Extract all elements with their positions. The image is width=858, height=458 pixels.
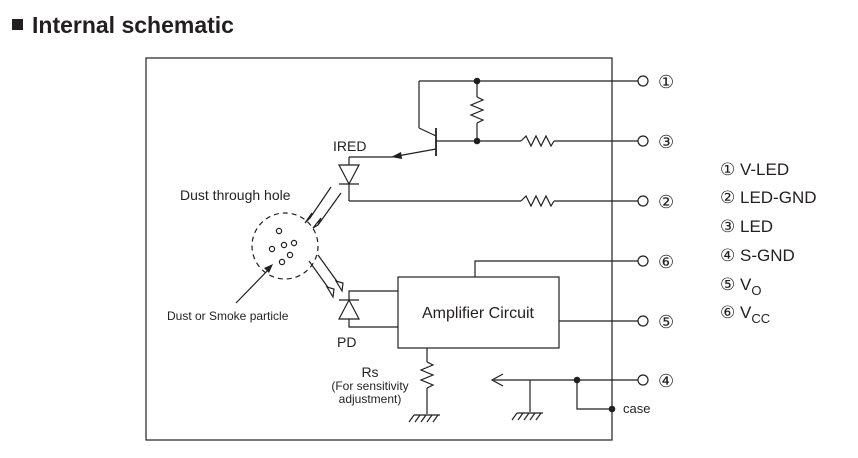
wire-pd-bottom: [348, 319, 398, 328]
dust-particle-label: Dust or Smoke particle: [167, 309, 289, 323]
legend-item: ② LED-GND: [720, 188, 817, 207]
terminal-label-6: ⑥: [658, 252, 674, 272]
terminal-pin4: [637, 374, 649, 386]
pin-legend: ① V-LED ② LED-GND ③ LED ④ S-GND ⑤ VO ⑥ V…: [720, 160, 817, 326]
ground-icon: [511, 412, 543, 421]
wire-pin1: [418, 77, 638, 128]
pointer-arrow-icon: [235, 264, 273, 304]
case-outline: [145, 57, 613, 441]
terminal-pin2: [637, 195, 649, 207]
terminal-pin6: [637, 255, 649, 267]
terminal-pin3: [637, 135, 649, 147]
amplifier-label: Amplifier Circuit: [422, 305, 535, 322]
scatter-arrows-icon: [308, 254, 344, 299]
pd-label: PD: [337, 334, 356, 350]
resistor-pullup: [469, 96, 485, 124]
resistor-rs: [419, 361, 435, 389]
terminal-label-5: ⑤: [658, 312, 674, 332]
terminal-label-3: ③: [658, 132, 674, 152]
rs-note-line2: adjustment): [339, 392, 402, 406]
ired-diode-icon: [338, 164, 360, 186]
transistor: [391, 127, 521, 159]
terminal-label-1: ①: [658, 72, 674, 92]
page-title: Internal schematic: [12, 12, 234, 39]
resistor-led-gnd: [520, 194, 555, 208]
legend-item: ③ LED: [720, 217, 773, 236]
dust-through-hole: [251, 212, 319, 280]
emission-arrows-icon: [304, 186, 342, 229]
case-label: case: [623, 401, 650, 416]
photodiode-icon: [338, 298, 360, 320]
case-dot: [608, 405, 616, 413]
dust-particles-icon: [268, 227, 298, 266]
bullet-square: [12, 19, 23, 30]
terminal-label-2: ②: [658, 192, 674, 212]
wire-pd-top: [348, 290, 398, 300]
legend-item: ⑥ VCC: [720, 303, 770, 326]
amplifier-circuit: [397, 276, 560, 349]
terminal-pin1: [637, 75, 649, 87]
ired-label: IRED: [333, 138, 366, 154]
wire-pin6: [474, 260, 638, 277]
terminal-pin5: [637, 315, 649, 327]
legend-item: ① V-LED: [720, 160, 789, 179]
legend-item: ⑤ VO: [720, 275, 761, 298]
ground-icon: [408, 414, 440, 423]
legend-item: ④ S-GND: [720, 246, 795, 265]
wire-case: [576, 380, 612, 410]
resistor-led: [520, 134, 555, 148]
sgnd-arrow-icon: [490, 373, 504, 387]
dust-hole-label: Dust through hole: [180, 187, 291, 203]
title-text: Internal schematic: [32, 12, 234, 38]
terminal-label-4: ④: [658, 371, 674, 391]
rs-note-line1: (For sensitivity: [331, 379, 408, 393]
rs-label: Rs: [361, 364, 378, 380]
